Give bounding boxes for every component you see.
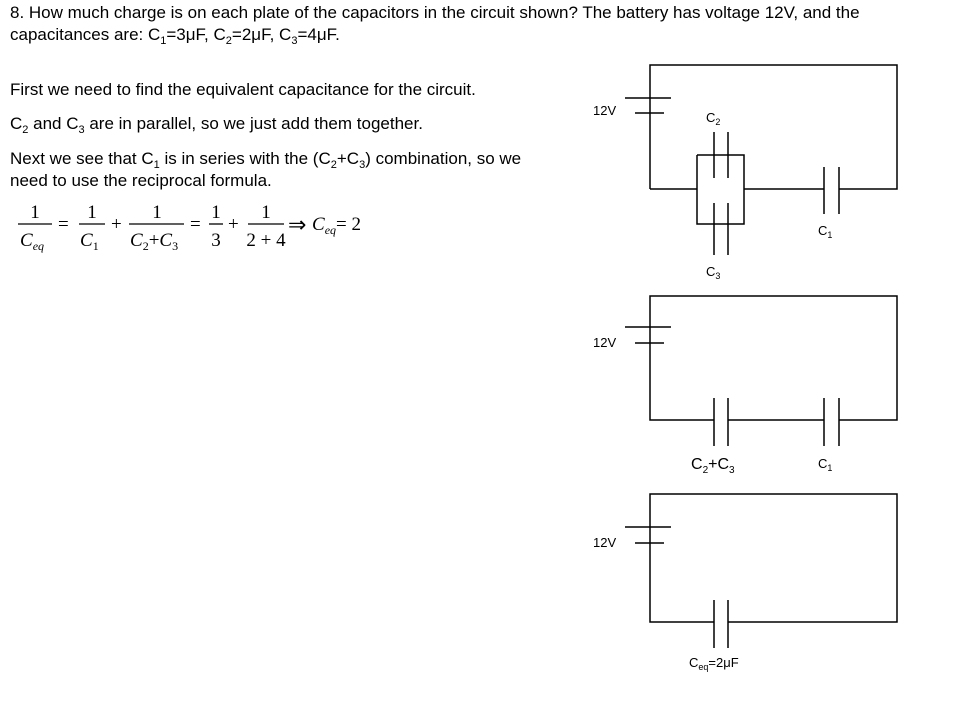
circuit-1-wire bbox=[649, 64, 898, 190]
circuit-1-c1-label: C1 bbox=[818, 223, 833, 240]
circuit-3-ceq-label: Ceq=2μF bbox=[689, 655, 739, 672]
circuit-2-c1-label: C1 bbox=[818, 456, 833, 473]
circuit-3-wire bbox=[649, 493, 898, 623]
explanation-p1: First we need to find the equivalent cap… bbox=[10, 80, 476, 99]
eq-one-2: 1 bbox=[87, 202, 97, 223]
circuit-3-battery-label: 12V bbox=[593, 535, 617, 550]
question-line-1: 8. How much charge is on each plate of t… bbox=[10, 3, 860, 22]
question-line-2: capacitances are: C1=3μF, C2=2μF, C3=4μF… bbox=[10, 25, 340, 47]
circuit-1-parallel-branch bbox=[696, 154, 745, 225]
reciprocal-equation: 1 Ceq = 1 C1 + 1 C2+C3 = 1 3 + 1 2 + 4 ⇒… bbox=[18, 202, 362, 253]
eq-one-1: 1 bbox=[30, 202, 40, 223]
eq-result: Ceq= 2 μF bbox=[312, 214, 362, 237]
eq-equals-2: = bbox=[190, 214, 201, 235]
circuit-1-battery-label: 12V bbox=[593, 103, 617, 118]
circuit-2-wire bbox=[649, 295, 898, 421]
eq-equals-1: = bbox=[58, 214, 69, 235]
eq-c2-plus-c3: C2+C3 bbox=[130, 230, 178, 253]
circuit-3 bbox=[625, 493, 898, 648]
circuit-2-battery-label: 12V bbox=[593, 335, 617, 350]
eq-one-3: 1 bbox=[152, 202, 162, 223]
explanation-p3-line2: need to use the reciprocal formula. bbox=[10, 171, 272, 190]
explanation-p3: Next we see that C1 is in series with th… bbox=[10, 149, 522, 171]
circuit-2-wire bbox=[649, 343, 714, 421]
eq-one-4: 1 bbox=[211, 202, 221, 223]
eq-plus-1: + bbox=[111, 214, 122, 235]
eq-c1: C1 bbox=[80, 230, 99, 253]
circuit-2 bbox=[625, 295, 898, 446]
explanation-p2: C2 and C3 are in parallel, so we just ad… bbox=[10, 114, 423, 136]
eq-one-5: 1 bbox=[261, 202, 271, 223]
circuit-1-c3-label: C3 bbox=[706, 264, 721, 281]
circuit-1 bbox=[625, 64, 898, 255]
circuit-2-combo-label: C2+C3 bbox=[691, 456, 735, 476]
eq-two-plus-four: 2 + 4 bbox=[246, 230, 286, 251]
eq-ceq: Ceq bbox=[20, 230, 44, 253]
circuit-1-c2-label: C2 bbox=[706, 110, 721, 127]
eq-plus-2: + bbox=[228, 214, 239, 235]
circuit-3-wire bbox=[649, 543, 714, 623]
eq-three: 3 bbox=[211, 230, 221, 251]
eq-implies-arrow: ⇒ bbox=[288, 212, 306, 237]
